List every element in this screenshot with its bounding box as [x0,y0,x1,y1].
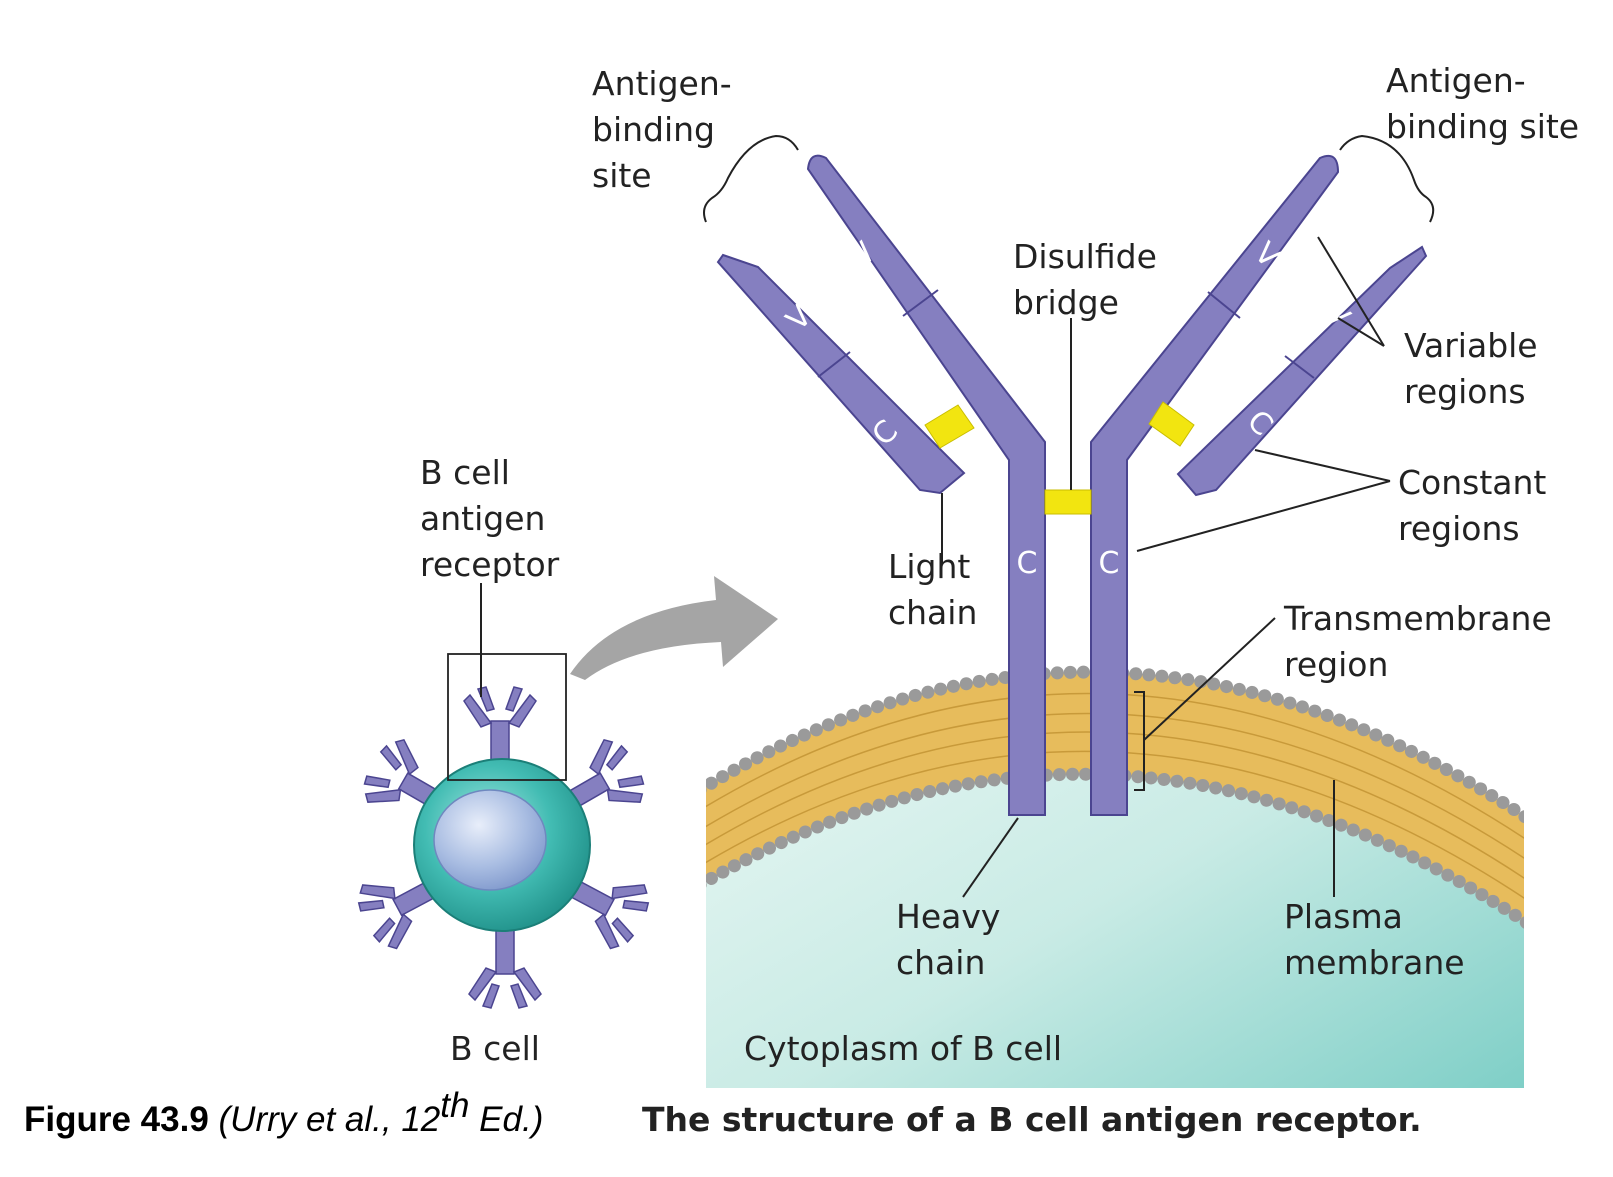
label-light-chain: Light chain [888,547,981,632]
antibody-receptor: V V C C C V V C [716,154,1428,816]
label-antigen-binding-left: Antigen- binding site [592,64,742,195]
receptor-bottom [468,919,542,1009]
disulfide-bridge-left [924,404,975,449]
label-constant-regions: Constant regions [1398,463,1557,548]
light-chain-left [716,253,966,495]
label-transmembrane-region: Transmembrane region [1283,599,1562,684]
figure-caption-label: Figure 43.9 (Urry et al., 12th Ed.) [24,1086,543,1139]
light-chain-right [1176,245,1428,497]
disulfide-bridge-right [1148,401,1195,447]
domain-c-heavy-right: C [1099,546,1120,581]
label-plasma-membrane: Plasma membrane [1284,897,1465,982]
label-variable-regions: Variable regions [1404,326,1548,411]
figure-caption-title: The structure of a B cell antigen recept… [642,1100,1422,1139]
label-b-cell: B cell [450,1029,540,1068]
domain-c-heavy-left: C [1017,546,1038,581]
label-b-cell-antigen-receptor: B cell antigen receptor [420,453,560,584]
label-cytoplasm: Cytoplasm of B cell [744,1029,1062,1068]
label-disulfide-bridge: Disulfide bridge [1013,237,1167,322]
zoom-box [447,653,567,781]
nucleus [433,789,547,891]
disulfide-bridge-center [1044,489,1092,515]
label-antigen-binding-right: Antigen- binding site [1386,61,1579,146]
heavy-chain-left [806,154,1046,816]
b-cell [349,583,658,1009]
heavy-chain-right [1090,154,1340,816]
label-heavy-chain: Heavy chain [896,897,1011,982]
zoom-arrow [570,576,778,680]
leader-lines [703,134,1435,898]
